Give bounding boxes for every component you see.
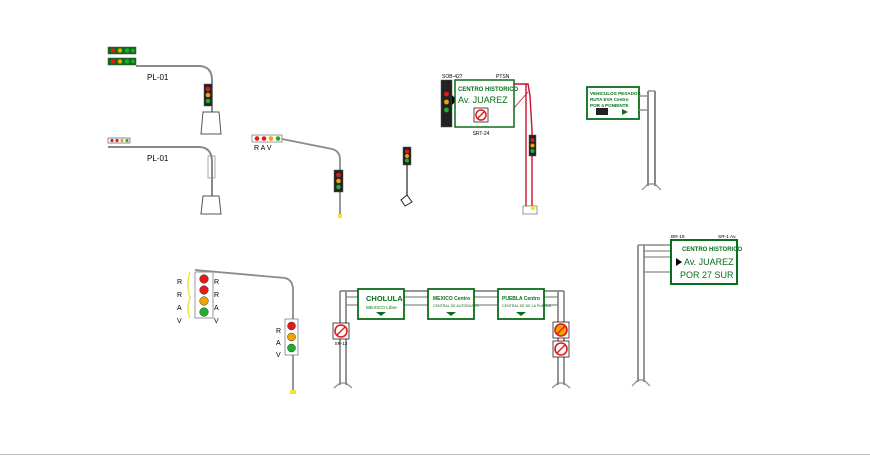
sign-line: CENTRO HISTORICO xyxy=(458,87,519,93)
pole-right-small-sign: VEHICULOS PESADOS RUTA EVA Centro POR 4 … xyxy=(586,86,662,191)
gantry-sign-left xyxy=(357,288,405,320)
sign-code: SOB-427 xyxy=(442,74,463,80)
sign-line: VEHICULOS PESADOS xyxy=(590,91,641,96)
sign-line: Av. JUAREZ xyxy=(684,257,734,267)
sign-line: POR 27 SUR xyxy=(680,270,734,280)
svg-text:V: V xyxy=(214,318,219,325)
sign-line: CHOLULA xyxy=(366,294,403,303)
arrow-left-icon xyxy=(676,258,682,266)
svg-text:A: A xyxy=(177,305,182,312)
signal-head-vertical xyxy=(194,271,214,319)
pole-pl01-mid: PL-01 xyxy=(107,137,222,215)
pole-multi-head: R R A V R R A V R A V xyxy=(177,269,299,394)
svg-text:A: A xyxy=(214,305,219,312)
svg-text:R: R xyxy=(177,292,182,299)
sign-code: SR-12 xyxy=(335,341,348,346)
left-letter-column: R R A V xyxy=(177,279,182,325)
sign-line: CENTRAL DE AUTOBUSES xyxy=(433,304,479,308)
sign-line: MEXICO Centro xyxy=(433,296,470,302)
arrow-down-icon xyxy=(376,312,386,316)
sign-code: PTSN xyxy=(496,74,510,80)
pole-center-sign: SOB-427 PTSN CENTRO HISTORICO Av. JUAREZ… xyxy=(440,74,538,215)
pole-base xyxy=(200,195,222,215)
sign-line: Av. JUAREZ xyxy=(458,95,508,105)
pole-big-right-sign: BR-18 SR-1 Av. CENTRO HISTORICO Av. JUAR… xyxy=(631,234,743,387)
signal-letters: R A V xyxy=(254,145,272,152)
pole-letter-column: R A V xyxy=(276,328,281,359)
truck-icon xyxy=(596,108,608,115)
sign-line: POR 4 PONIENTE xyxy=(590,103,629,108)
svg-text:R: R xyxy=(214,292,219,299)
right-letter-column: R R A V xyxy=(214,279,219,325)
svg-text:R: R xyxy=(177,279,182,286)
pole-label: PL-01 xyxy=(147,73,169,82)
svg-text:R: R xyxy=(214,279,219,286)
svg-text:V: V xyxy=(276,352,281,359)
sign-line: CENTRAL DE DE LA PUEBLA xyxy=(502,304,552,308)
sign-code: SR-1 Av. xyxy=(718,234,737,240)
sign-line: MEXICO Libre xyxy=(366,305,397,311)
sign-line: PUEBLA Centro xyxy=(502,296,540,302)
bottom-border xyxy=(0,454,870,455)
arrow-down-icon xyxy=(516,312,526,316)
svg-text:A: A xyxy=(276,340,281,347)
pole-base xyxy=(200,111,222,135)
arrow-right-icon xyxy=(622,109,628,115)
pole-pl01-top: PL-01 xyxy=(107,46,222,135)
gantry-structure: CHOLULA MEXICO Libre MEXICO Centro CENTR… xyxy=(332,288,571,389)
svg-text:R: R xyxy=(276,328,281,335)
svg-text:V: V xyxy=(177,318,182,325)
sign-line: RUTA EVA Centro xyxy=(590,97,629,102)
sign-line: CENTRO HISTORICO xyxy=(682,247,743,253)
arrow-down-icon xyxy=(446,312,456,316)
signal-head-outline xyxy=(207,155,216,179)
pole-label: PL-01 xyxy=(147,154,169,163)
sign-code: BR-18 xyxy=(671,234,685,240)
guide-sign-panel xyxy=(586,86,640,120)
pedestal-signal xyxy=(400,146,413,207)
signal-head-horizontal xyxy=(251,134,283,143)
pole-mast-arm-rav: R A V xyxy=(251,134,344,218)
signal-head-horizontal xyxy=(107,137,131,144)
sign-code: SRT-24 xyxy=(473,131,490,137)
